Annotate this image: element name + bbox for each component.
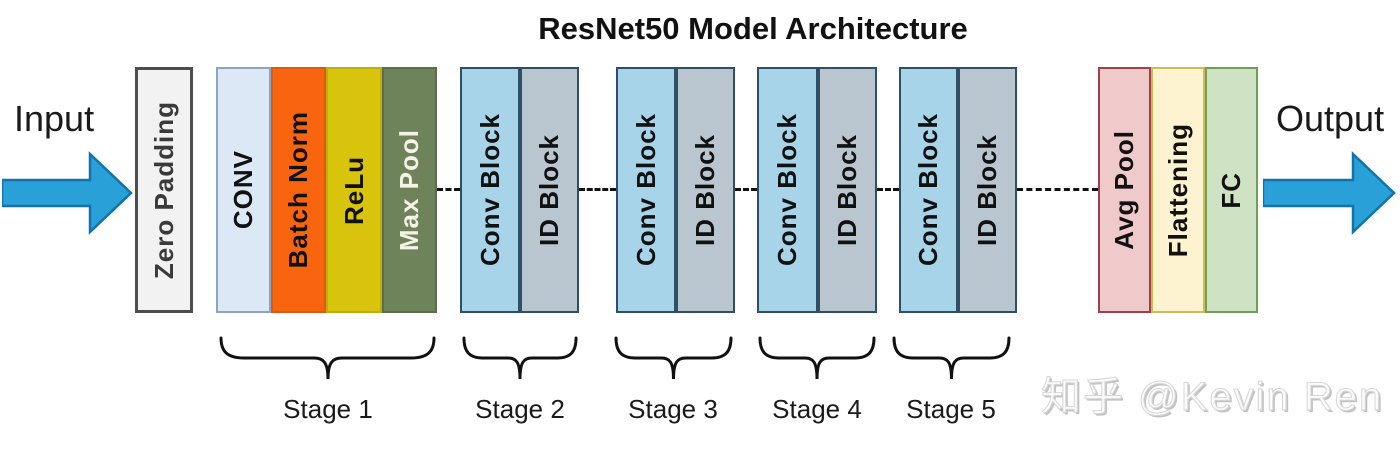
connector-dashed-line [735,188,757,191]
stage-2-group: Conv Block ID Block [460,67,579,313]
connector-dashed-line [1017,188,1098,191]
id-residual-block: ID Block [676,67,735,313]
watermark: 知乎 @Kevin Ren [1040,375,1384,420]
stage-3-group: Conv Block ID Block [616,67,735,313]
stage-3-label: Stage 3 [628,394,718,424]
id-residual-block: ID Block [520,67,579,313]
max-pool-block: Max Pool [382,67,437,313]
conv-residual-block: Conv Block [460,67,520,313]
block-label: Conv Block [772,113,802,267]
fc-block: FC [1205,67,1258,313]
block-label: Max Pool [394,128,424,252]
stage-4-brace [758,336,876,380]
stage-5-brace [892,336,1011,380]
stage-1-group: CONV Batch Norm ReLu Max Pool [216,67,437,313]
stage-5-label: Stage 5 [906,394,996,424]
input-label: Input [14,98,95,139]
stage-2-brace [462,336,578,380]
batch-norm-block: Batch Norm [271,67,326,313]
block-label: CONV [228,150,258,230]
conv-block: CONV [216,67,271,313]
connector-dashed-line [579,188,616,191]
stage-1-brace [219,336,436,380]
block-label: Conv Block [913,113,943,267]
conv-residual-block: Conv Block [757,67,818,313]
classifier-head-group: Avg Pool Flattening FC [1098,67,1258,313]
block-label: ID Block [832,133,862,247]
block-label: Avg Pool [1109,130,1139,250]
flattening-block: Flattening [1151,67,1205,313]
block-label: Conv Block [630,113,661,267]
stage-3-brace [614,336,733,380]
diagram-title: ResNet50 Model Architecture [538,11,968,46]
output-arrow-icon [1263,151,1396,235]
stage-1-label: Stage 1 [283,394,373,424]
block-label: Flattening [1162,122,1193,258]
input-arrow-icon [2,151,133,235]
output-label: Output [1276,98,1385,139]
block-label: ID Block [534,133,564,247]
block-label: ReLu [338,155,369,225]
stage-4-label: Stage 4 [772,394,862,424]
block-label: Batch Norm [283,111,313,269]
zero-padding-label: Zero Padding [148,100,179,280]
id-residual-block: ID Block [818,67,877,313]
stage-5-group: Conv Block ID Block [899,67,1017,313]
relu-block: ReLu [326,67,382,313]
connector-dashed-line [437,188,460,191]
block-label: FC [1216,171,1246,209]
conv-residual-block: Conv Block [899,67,958,313]
avg-pool-block: Avg Pool [1098,67,1151,313]
conv-residual-block: Conv Block [616,67,676,313]
id-residual-block: ID Block [958,67,1017,313]
zero-padding-block: Zero Padding [135,67,193,313]
stage-4-group: Conv Block ID Block [757,67,877,313]
connector-dashed-line [877,188,899,191]
stage-2-label: Stage 2 [475,394,565,424]
block-label: ID Block [690,133,720,247]
block-label: Conv Block [474,113,505,267]
block-label: ID Block [972,133,1002,247]
